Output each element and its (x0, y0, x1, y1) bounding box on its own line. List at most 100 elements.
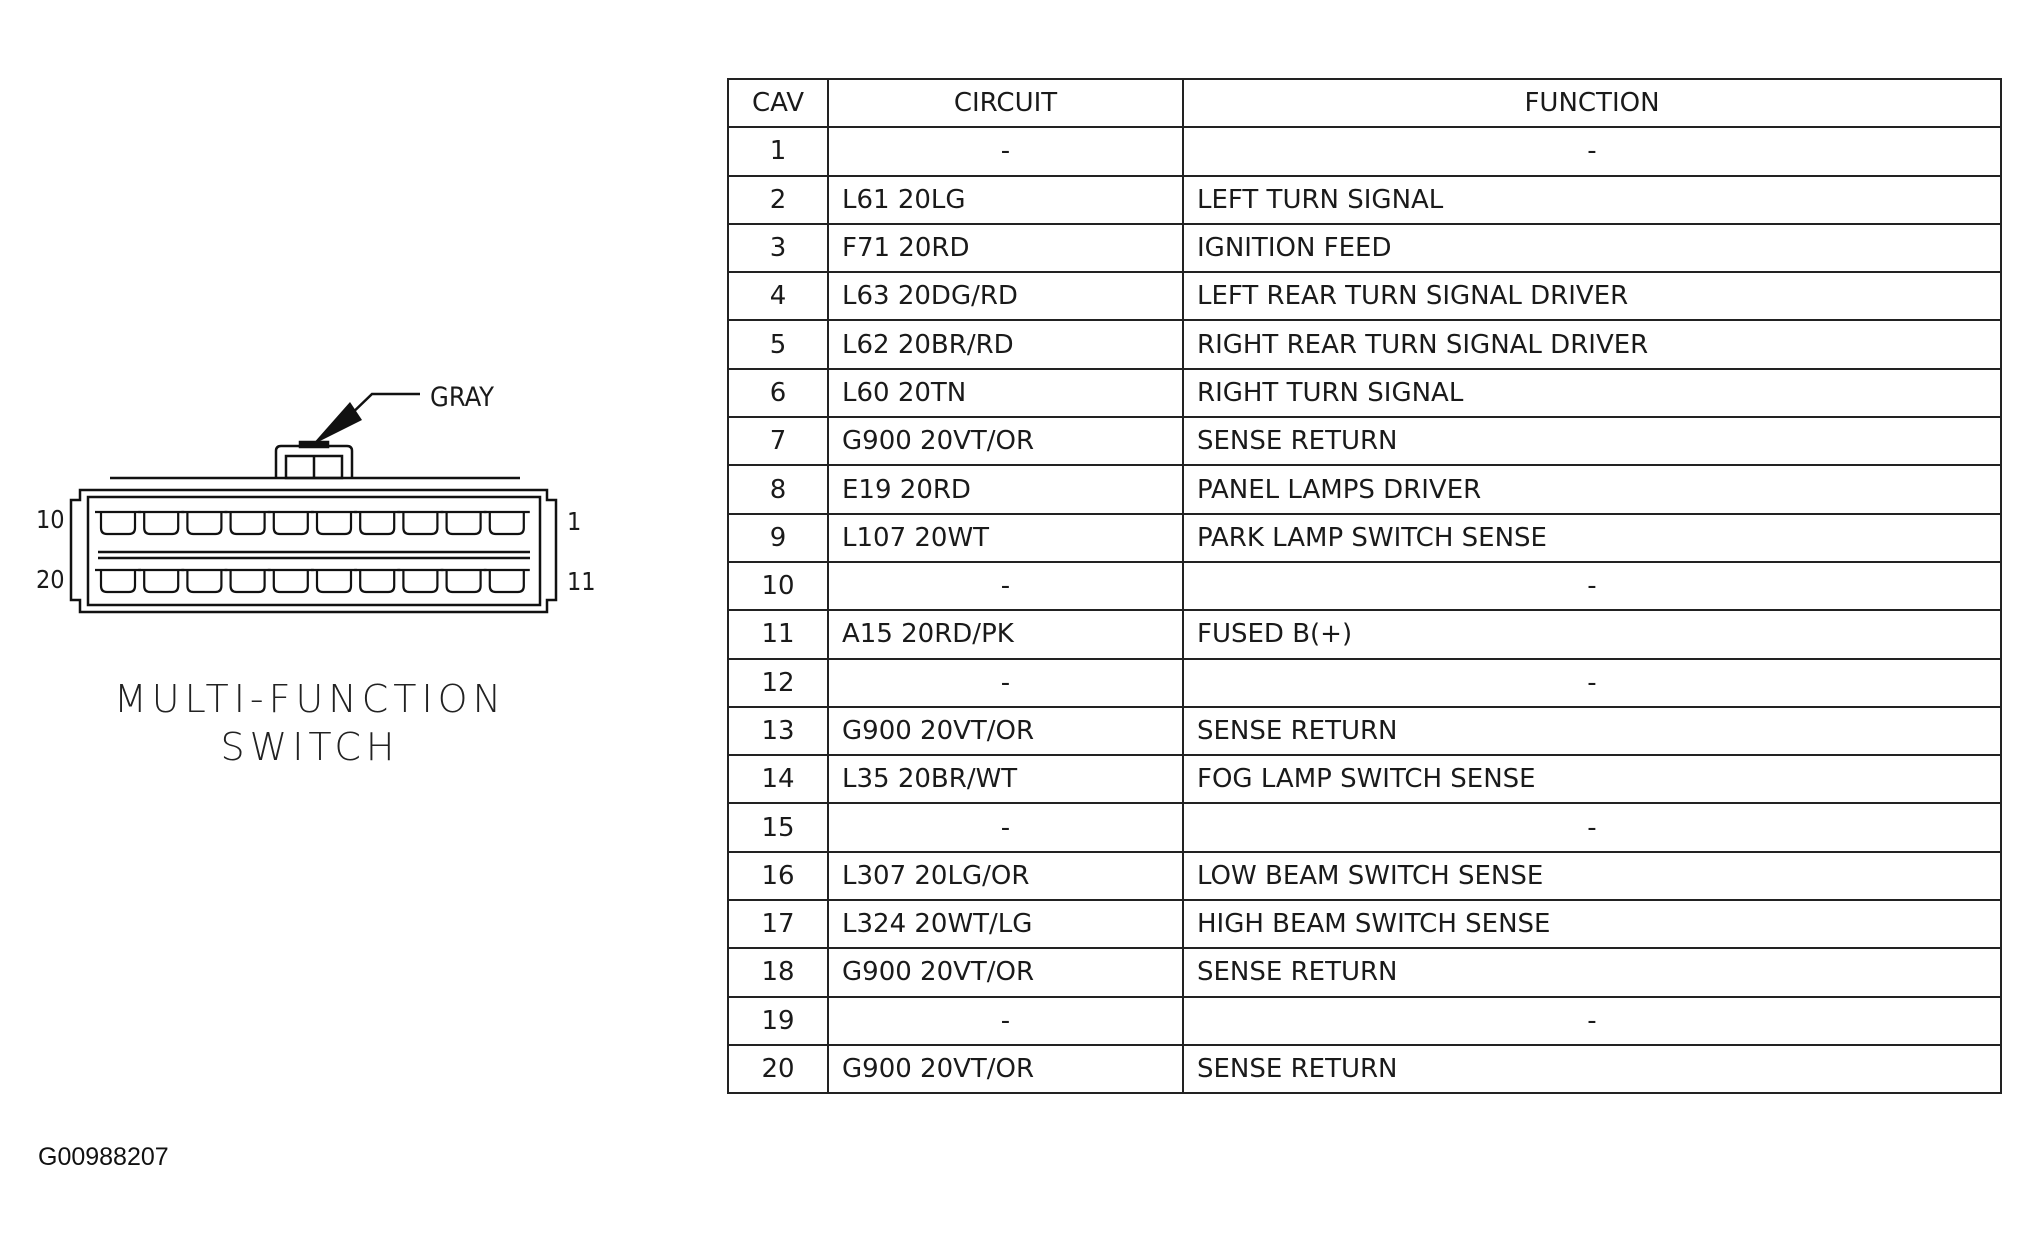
bottom-row-cavity (95, 568, 141, 594)
bottom-row-cavity (354, 568, 401, 594)
cell-cav: 11 (727, 609, 829, 660)
header-circuit: CIRCUIT (827, 77, 1184, 129)
cell-function: SENSE RETURN (1182, 416, 2002, 467)
cell-circuit: L35 20BR/WT (827, 754, 1184, 805)
cell-circuit: L62 20BR/RD (827, 319, 1184, 370)
cell-circuit: G900 20VT/OR (827, 1043, 1184, 1095)
cell-circuit: G900 20VT/OR (827, 947, 1184, 998)
cell-circuit: - (827, 126, 1184, 177)
callout-arrowhead (312, 402, 362, 445)
table-row: 15-- (727, 802, 2002, 853)
top-row-cavity (397, 510, 444, 536)
cell-cav: 15 (727, 802, 829, 853)
cell-circuit: L107 20WT (827, 512, 1184, 563)
connector-face-diagram: GRAY 10 1 20 11 (36, 382, 596, 614)
pin-label-11: 11 (567, 567, 596, 596)
cell-function: - (1182, 995, 2002, 1046)
table-row: 1-- (727, 126, 2002, 177)
cell-cav: 9 (727, 512, 829, 563)
cell-function: HIGH BEAM SWITCH SENSE (1182, 899, 2002, 950)
top-row-cavity (440, 510, 487, 536)
top-row-cavity (483, 510, 530, 536)
cell-function: PANEL LAMPS DRIVER (1182, 464, 2002, 515)
bottom-row-cavity (181, 568, 228, 594)
bottom-row-cavity (311, 568, 357, 594)
connector-title: MULTI-FUNCTION SWITCH (90, 675, 530, 771)
top-row-cavity (311, 510, 357, 536)
connector-title-line2: SWITCH (220, 725, 400, 769)
top-row-cavity (267, 510, 314, 536)
cell-cav: 19 (727, 995, 829, 1046)
cell-function: SENSE RETURN (1182, 705, 2002, 757)
cell-function: LOW BEAM SWITCH SENSE (1182, 850, 2002, 902)
figure-id: G00988207 (38, 1143, 169, 1171)
bottom-row-cavity (397, 568, 444, 594)
top-row-cavity (354, 510, 401, 536)
table-row: 12-- (727, 657, 2002, 708)
bottom-row-cavity (138, 568, 185, 594)
cell-circuit: L60 20TN (827, 367, 1184, 419)
top-row-cavity (95, 510, 141, 536)
cell-function: LEFT REAR TURN SIGNAL DRIVER (1182, 271, 2002, 322)
bottom-row-cavity (267, 568, 314, 594)
cell-cav: 2 (727, 174, 829, 225)
cell-circuit: A15 20RD/PK (827, 609, 1184, 660)
cell-circuit: - (827, 802, 1184, 853)
bottom-row-cavity (483, 568, 530, 594)
cell-function: LEFT TURN SIGNAL (1182, 174, 2002, 225)
top-row-cavity (181, 510, 228, 536)
cell-function: PARK LAMP SWITCH SENSE (1182, 512, 2002, 563)
cell-cav: 16 (727, 850, 829, 902)
cell-cav: 3 (727, 222, 829, 274)
cell-function: SENSE RETURN (1182, 947, 2002, 998)
cell-cav: 10 (727, 560, 829, 612)
cavity-row-top (95, 510, 530, 536)
table-header-row: CAV CIRCUIT FUNCTION (727, 77, 2002, 129)
cell-cav: 7 (727, 416, 829, 467)
cell-circuit: L324 20WT/LG (827, 899, 1184, 950)
cell-function: RIGHT REAR TURN SIGNAL DRIVER (1182, 319, 2002, 370)
bottom-row-cavity (440, 568, 487, 594)
cell-function: - (1182, 802, 2002, 853)
table-row: 19-- (727, 995, 2002, 1046)
cell-function: IGNITION FEED (1182, 222, 2002, 274)
header-function: FUNCTION (1182, 77, 2002, 129)
cell-circuit: G900 20VT/OR (827, 705, 1184, 757)
cell-cav: 12 (727, 657, 829, 708)
cell-function: - (1182, 657, 2002, 708)
cell-circuit: L307 20LG/OR (827, 850, 1184, 902)
color-label: GRAY (430, 382, 494, 413)
cavity-row-bottom (95, 568, 530, 594)
cell-cav: 13 (727, 705, 829, 757)
cell-circuit: L61 20LG (827, 174, 1184, 225)
cell-cav: 4 (727, 271, 829, 322)
cell-circuit: - (827, 657, 1184, 708)
cell-function: - (1182, 560, 2002, 612)
cell-cav: 5 (727, 319, 829, 370)
pin-label-1: 1 (567, 507, 581, 536)
cell-cav: 1 (727, 126, 829, 177)
cell-function: FUSED B(+) (1182, 609, 2002, 660)
cell-cav: 14 (727, 754, 829, 805)
cell-circuit: L63 20DG/RD (827, 271, 1184, 322)
cell-cav: 6 (727, 367, 829, 419)
cell-cav: 17 (727, 899, 829, 950)
cell-circuit: - (827, 995, 1184, 1046)
cell-cav: 18 (727, 947, 829, 998)
cell-function: SENSE RETURN (1182, 1043, 2002, 1095)
cell-circuit: - (827, 560, 1184, 612)
table-row: 10-- (727, 560, 2002, 612)
